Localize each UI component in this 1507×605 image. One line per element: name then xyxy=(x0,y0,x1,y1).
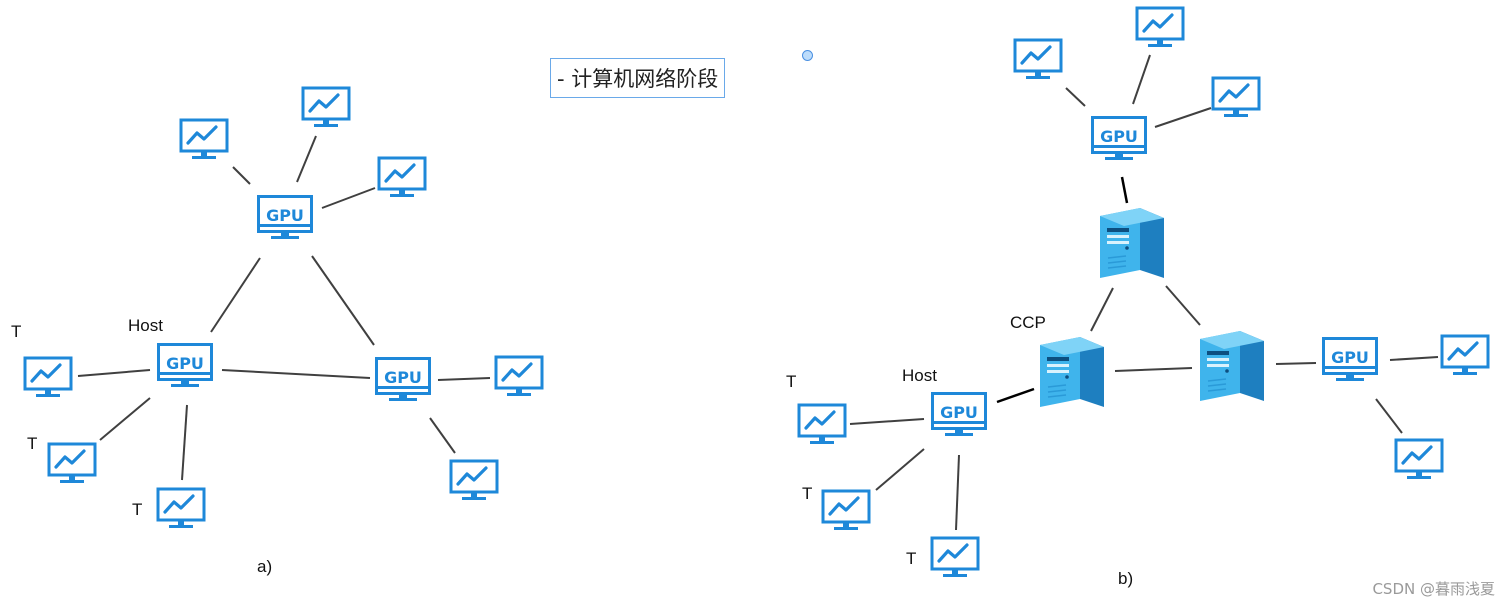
title-box[interactable]: - 计算机网络阶段 xyxy=(550,58,726,98)
server-icon xyxy=(1099,207,1165,279)
gpu-host-icon: GPU xyxy=(931,392,987,438)
terminal-monitor-icon xyxy=(377,156,427,199)
gpu-host-icon: GPU xyxy=(157,343,213,389)
host-label: Host xyxy=(128,316,163,335)
gpu-label: GPU xyxy=(384,368,422,387)
terminal-monitor-icon xyxy=(930,536,980,579)
caption-a: a) xyxy=(257,557,272,576)
gpu-host-icon: GPU xyxy=(375,357,431,403)
gpu-label: GPU xyxy=(166,354,204,373)
terminal-monitor-icon xyxy=(23,356,73,399)
terminal-label: T xyxy=(11,322,21,341)
gpu-label: GPU xyxy=(266,206,304,225)
server-icon xyxy=(1039,336,1105,408)
terminal-monitor-icon xyxy=(301,86,351,129)
selection-handle[interactable] xyxy=(802,50,813,61)
gpu-host-icon: GPU xyxy=(1322,337,1378,383)
server-icon xyxy=(1199,330,1265,402)
terminal-monitor-icon xyxy=(47,442,97,485)
terminal-monitor-icon xyxy=(821,489,871,532)
terminal-label: T xyxy=(786,372,796,391)
gpu-label: GPU xyxy=(1331,348,1369,367)
terminal-label: T xyxy=(802,484,812,503)
ccp-label: CCP xyxy=(1010,313,1046,332)
terminal-label: T xyxy=(27,434,37,453)
gpu-host-icon: GPU xyxy=(257,195,313,241)
terminal-label: T xyxy=(132,500,142,519)
diagram-b: GPU GPU GPU CCP Host T T T b) xyxy=(786,6,1490,588)
title-text: - 计算机网络阶段 xyxy=(557,67,719,91)
host-label: Host xyxy=(902,366,937,385)
links-b xyxy=(849,54,1439,531)
watermark: CSDN @暮雨浅夏 xyxy=(1372,580,1495,598)
terminal-monitor-icon xyxy=(1440,334,1490,377)
terminal-monitor-icon xyxy=(1394,438,1444,481)
terminal-monitor-icon xyxy=(1135,6,1185,49)
terminal-monitor-icon xyxy=(494,355,544,398)
gpu-label: GPU xyxy=(940,403,978,422)
gpu-host-icon: GPU xyxy=(1091,116,1147,162)
caption-b: b) xyxy=(1118,569,1133,588)
links-a xyxy=(77,135,491,481)
terminal-label: T xyxy=(906,549,916,568)
diagram-a: GPU GPU GPU Host T T T a) xyxy=(11,86,544,576)
terminal-monitor-icon xyxy=(797,403,847,446)
terminal-monitor-icon xyxy=(449,459,499,502)
terminal-monitor-icon xyxy=(1211,76,1261,119)
terminal-monitor-icon xyxy=(179,118,229,161)
terminal-monitor-icon xyxy=(1013,38,1063,81)
gpu-label: GPU xyxy=(1100,127,1138,146)
terminal-monitor-icon xyxy=(156,487,206,530)
